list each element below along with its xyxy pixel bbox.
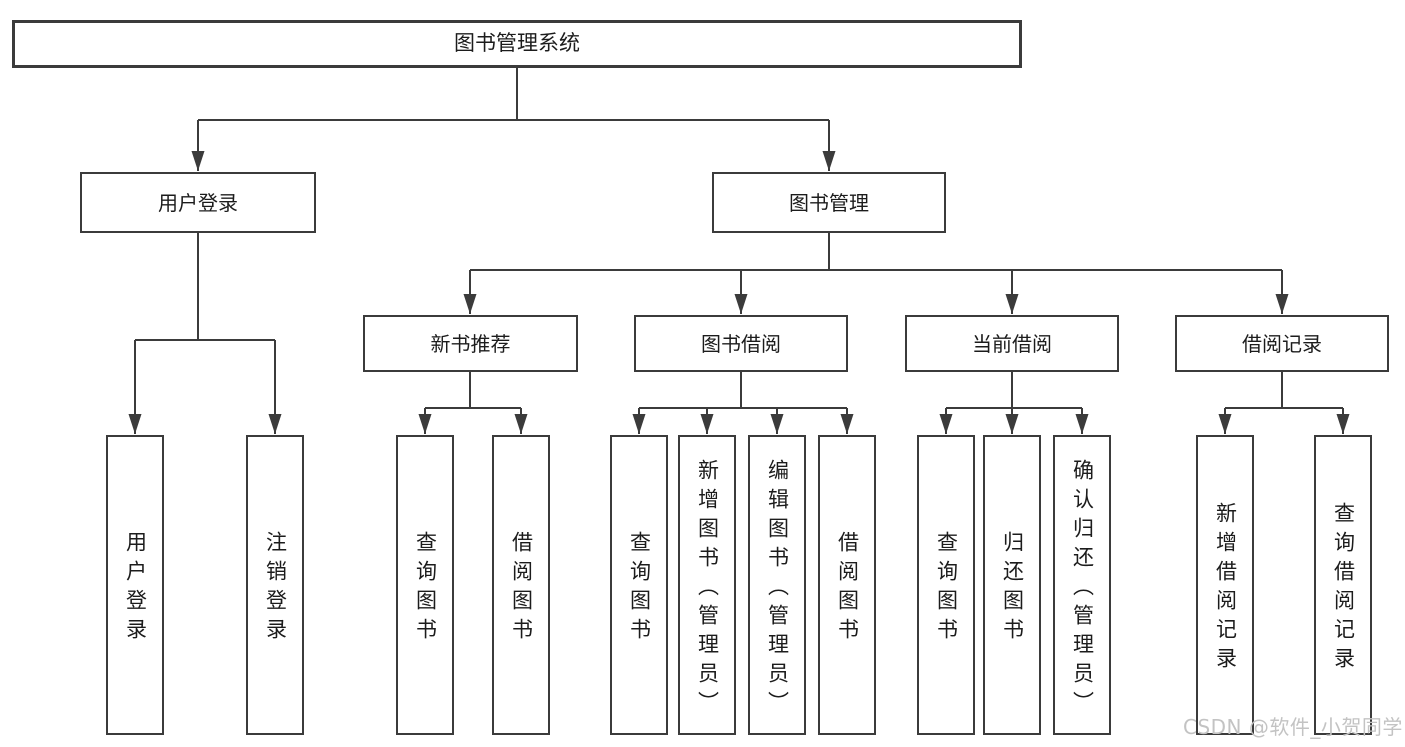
node-root-system: 图书管理系统 (12, 20, 1022, 68)
node-label: 图书借阅 (701, 331, 781, 356)
node-label: 新增图书（管理员） (695, 458, 720, 720)
node-label: 查询图书 (934, 531, 959, 647)
leaf-borrow-books: 借阅图书 (818, 435, 876, 735)
node-label: 借阅图书 (835, 531, 860, 647)
node-label: 编辑图书（管理员） (765, 458, 790, 720)
node-label: 新书推荐 (430, 331, 511, 356)
leaf-query-books-borrowing: 查询图书 (610, 435, 668, 735)
leaf-borrow-books-recommend: 借阅图书 (492, 435, 550, 735)
leaf-edit-books-admin: 编辑图书（管理员） (748, 435, 806, 735)
node-label: 查询图书 (627, 531, 652, 647)
node-label: 借阅图书 (509, 531, 534, 647)
leaf-query-borrow-record: 查询借阅记录 (1314, 435, 1372, 735)
node-label: 用户登录 (123, 531, 148, 647)
node-label: 查询借阅记录 (1331, 502, 1356, 676)
leaf-user-login: 用户登录 (106, 435, 164, 735)
node-label: 当前借阅 (972, 331, 1052, 356)
node-current-borrowing: 当前借阅 (905, 315, 1119, 372)
node-label: 图书管理 (789, 190, 869, 215)
node-label: 注销登录 (263, 531, 288, 647)
node-label: 归还图书 (1000, 531, 1025, 647)
leaf-return-books: 归还图书 (983, 435, 1041, 735)
leaf-add-books-admin: 新增图书（管理员） (678, 435, 736, 735)
node-user-login: 用户登录 (80, 172, 316, 233)
node-label: 确认归还（管理员） (1070, 458, 1095, 720)
leaf-add-borrow-record: 新增借阅记录 (1196, 435, 1254, 735)
leaf-query-books-current: 查询图书 (917, 435, 975, 735)
node-new-book-recommend: 新书推荐 (363, 315, 578, 372)
leaf-query-books-recommend: 查询图书 (396, 435, 454, 735)
node-label: 借阅记录 (1242, 331, 1322, 356)
node-label: 查询图书 (413, 531, 438, 647)
node-borrowing-records: 借阅记录 (1175, 315, 1389, 372)
leaf-confirm-return-admin: 确认归还（管理员） (1053, 435, 1111, 735)
leaf-logout: 注销登录 (246, 435, 304, 735)
node-label: 图书管理系统 (454, 31, 580, 56)
node-book-borrowing: 图书借阅 (634, 315, 848, 372)
node-label: 用户登录 (158, 190, 238, 215)
node-label: 新增借阅记录 (1213, 502, 1238, 676)
node-book-management: 图书管理 (712, 172, 946, 233)
csdn-watermark: CSDN @软件_小贺同学 (1183, 715, 1403, 739)
